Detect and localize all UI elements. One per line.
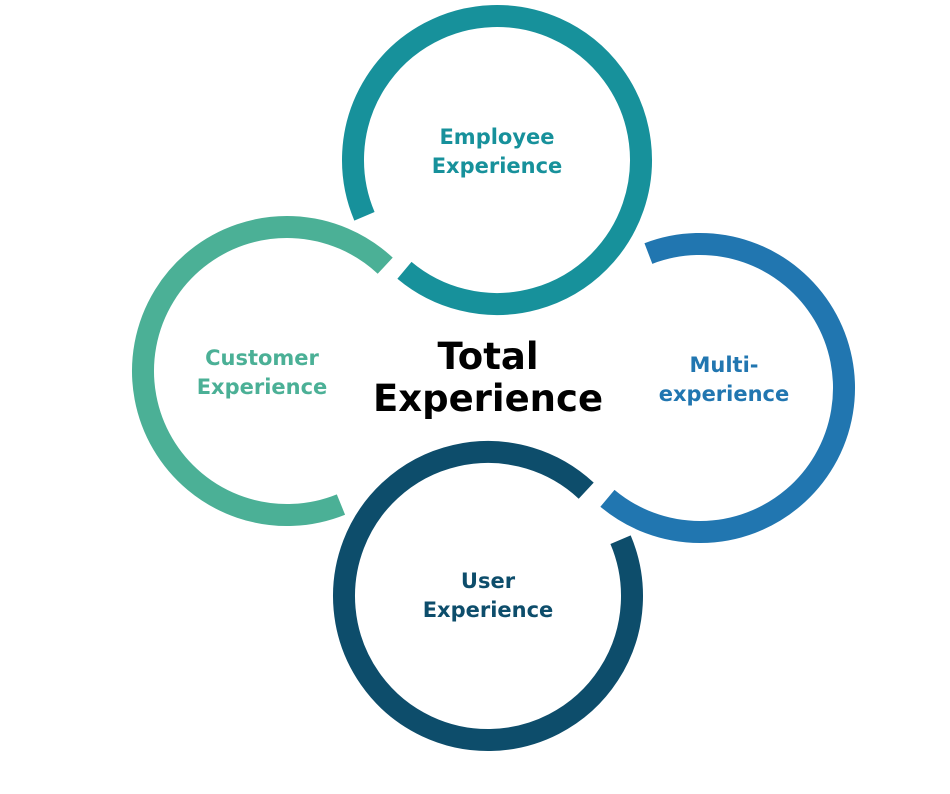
label-line: Employee xyxy=(439,125,555,149)
label-line: Experience xyxy=(422,598,554,622)
label-line: Customer xyxy=(205,346,319,370)
label-line: User xyxy=(460,569,516,593)
employee-ring xyxy=(342,5,652,315)
total-experience-title: Total Experience xyxy=(373,336,603,420)
multi-ring xyxy=(600,233,855,543)
customer-ring xyxy=(132,216,393,526)
user-ring xyxy=(333,441,643,751)
label-line: Experience xyxy=(431,154,563,178)
label-line: experience xyxy=(658,382,790,406)
label-line: Multi- xyxy=(689,353,759,377)
title-line: Total xyxy=(437,335,539,378)
label-line: Experience xyxy=(196,375,328,399)
user-experience-label: User Experience xyxy=(423,567,554,625)
customer-experience-label: Customer Experience xyxy=(197,344,328,402)
title-line: Experience xyxy=(372,377,604,420)
employee-experience-label: Employee Experience xyxy=(432,123,563,181)
multi-experience-label: Multi- experience xyxy=(659,351,790,409)
